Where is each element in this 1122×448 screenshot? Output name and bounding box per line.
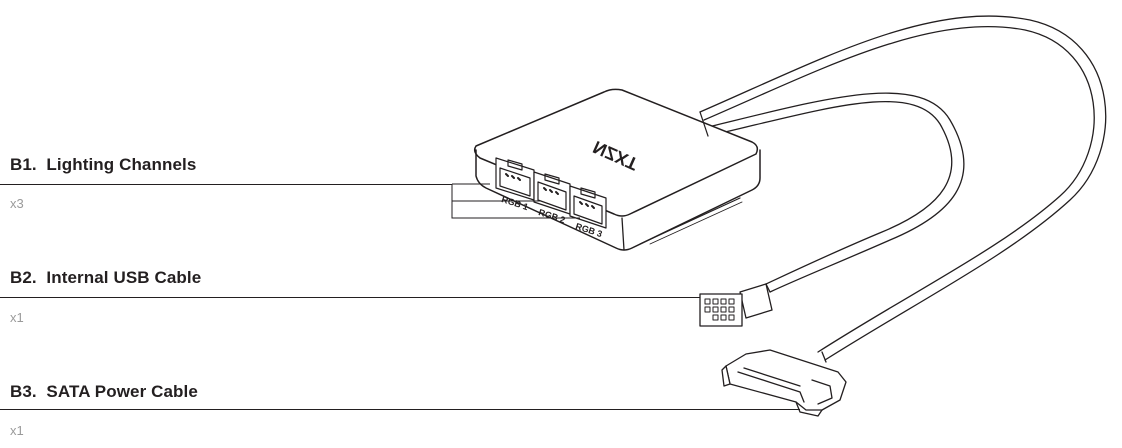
item-b2-qty: x1 xyxy=(10,310,24,325)
port-label-rgb-1: RGB 1 xyxy=(500,194,529,212)
item-b3-leader-line xyxy=(0,409,800,410)
item-b2-leader-line xyxy=(0,297,700,298)
sata-connector xyxy=(721,349,847,417)
rgb-hub xyxy=(473,88,761,251)
item-b1-qty: x3 xyxy=(10,196,24,211)
cable-bundle xyxy=(699,15,1107,361)
item-b3-name: SATA Power Cable xyxy=(46,382,198,401)
item-b2-title: B2. Internal USB Cable xyxy=(10,268,201,288)
item-b3-qty: x1 xyxy=(10,423,24,438)
port-label-rgb-2: RGB 2 xyxy=(537,207,566,225)
nzxt-logo: NZXT xyxy=(590,137,641,174)
item-b2-code: B2. xyxy=(10,268,37,287)
port-label-rgb-3: RGB 3 xyxy=(574,221,603,239)
usb-connector xyxy=(699,283,773,327)
item-b1-title: B1. Lighting Channels xyxy=(10,155,196,175)
item-b3-code: B3. xyxy=(10,382,37,401)
item-b1-code: B1. xyxy=(10,155,37,174)
item-b3-title: B3. SATA Power Cable xyxy=(10,382,198,402)
item-b2-name: Internal USB Cable xyxy=(46,268,202,287)
item-b1-name: Lighting Channels xyxy=(46,155,197,174)
item-b1-leader-line xyxy=(0,184,452,185)
